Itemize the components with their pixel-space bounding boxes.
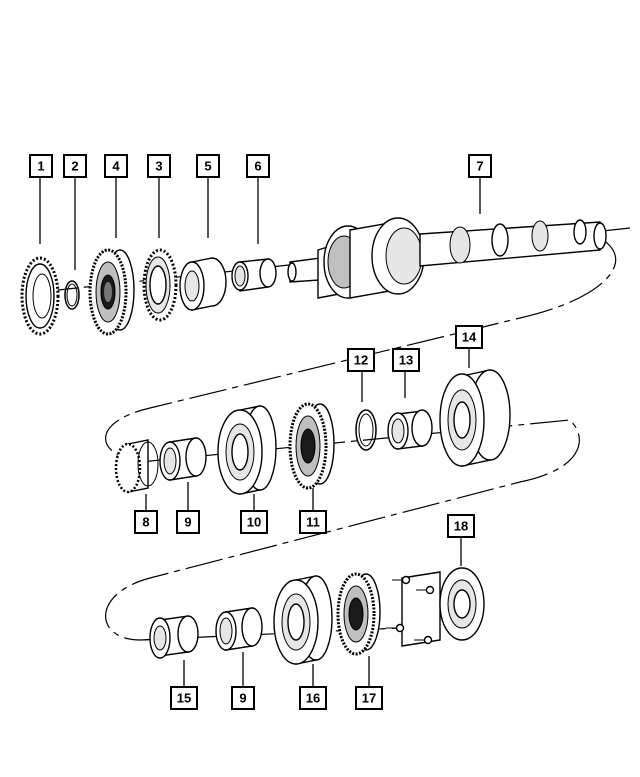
callout-label: 18 [454, 519, 468, 534]
callout-label: 5 [204, 159, 211, 174]
part-14-gear [439, 369, 511, 467]
callout-label: 16 [306, 691, 320, 706]
part-16-gear [273, 575, 333, 665]
leader-lines [39, 178, 481, 686]
part-5-bearing-race [179, 257, 227, 311]
callout-4: 4 [104, 154, 128, 178]
callout-17: 17 [355, 686, 383, 710]
part-15-collar [149, 615, 199, 659]
callout-label: 15 [177, 691, 191, 706]
part-11-synchro-assembly [288, 402, 335, 490]
part-1-synchro-ring [20, 256, 60, 336]
callout-18: 18 [447, 514, 475, 538]
part-8-needle-bearing [114, 439, 159, 494]
callout-15: 15 [170, 686, 198, 710]
part-6-bushing [231, 258, 277, 292]
callout-10: 10 [240, 510, 268, 534]
callout-label: 12 [354, 353, 368, 368]
callout-12: 12 [347, 348, 375, 372]
callout-label: 3 [155, 159, 162, 174]
callout-label: 9 [184, 515, 191, 530]
part-4-synchro-assembly [88, 248, 135, 336]
callout-label: 2 [71, 159, 78, 174]
callout-2: 2 [63, 154, 87, 178]
callout-label: 6 [254, 159, 261, 174]
callout-label: 14 [462, 330, 477, 345]
part-9-bushing-upper [159, 437, 207, 481]
callout-6: 6 [246, 154, 270, 178]
callout-label: 1 [37, 159, 44, 174]
callout-14: 14 [455, 325, 483, 349]
part-10-gear [217, 405, 277, 495]
part-2-snap-ring [64, 280, 80, 310]
callout-16: 16 [299, 686, 327, 710]
callout-label: 13 [399, 353, 413, 368]
part-18-bearing-retainer [386, 567, 485, 647]
callout-label: 9 [239, 691, 246, 706]
callout-label: 11 [306, 515, 320, 530]
callout-label: 10 [247, 515, 261, 530]
callout-8: 8 [134, 510, 158, 534]
callout-5: 5 [196, 154, 220, 178]
callout-label: 7 [476, 159, 483, 174]
callout-9-upper: 9 [176, 510, 200, 534]
callout-7: 7 [468, 154, 492, 178]
callout-label: 8 [142, 515, 149, 530]
callout-11: 11 [299, 510, 327, 534]
part-13-bushing [387, 409, 433, 450]
part-9-bushing-lower [215, 607, 263, 651]
callout-3: 3 [147, 154, 171, 178]
callout-label: 4 [112, 159, 120, 174]
part-7-mainshaft [287, 217, 607, 299]
callout-9-lower: 9 [231, 686, 255, 710]
callout-label: 17 [362, 691, 376, 706]
part-12-snap-ring [355, 409, 377, 451]
part-17-synchro-assembly [336, 572, 381, 656]
callout-13: 13 [392, 348, 420, 372]
callout-1: 1 [29, 154, 53, 178]
part-3-synchro-ring [142, 248, 178, 322]
